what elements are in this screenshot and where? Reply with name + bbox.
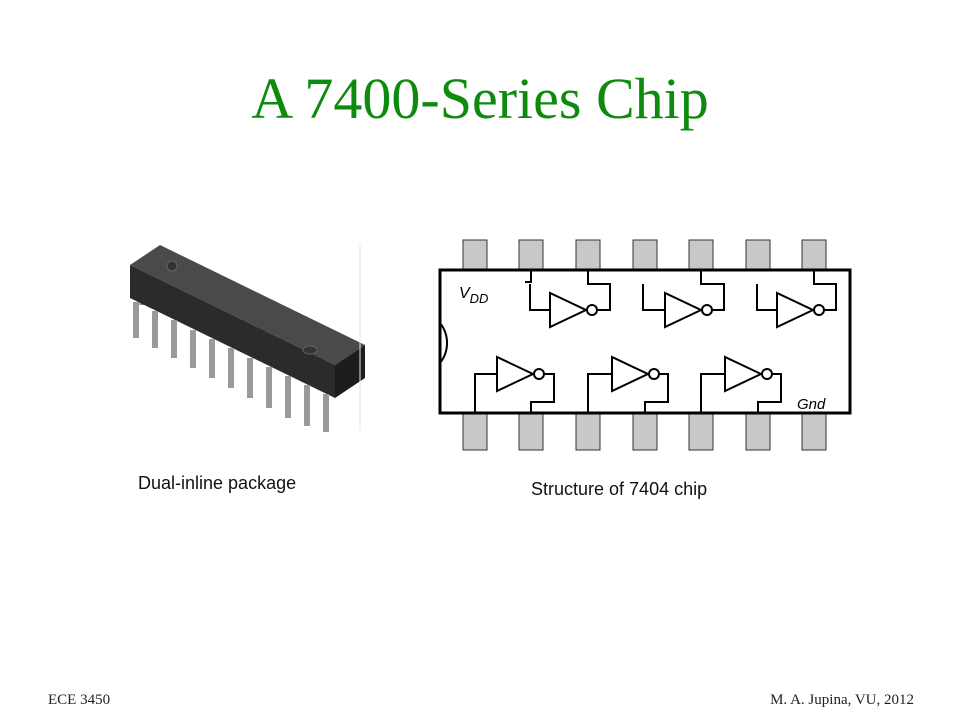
not-gate-icon <box>525 270 611 329</box>
notch <box>302 345 318 355</box>
top-pins <box>462 239 827 271</box>
dip-chip-photo <box>130 245 365 432</box>
chip-schematic: VDD Gnd <box>438 239 852 451</box>
pin1-dot <box>166 260 178 272</box>
front-pins <box>133 302 329 432</box>
schematic-caption: Structure of 7404 chip <box>531 479 708 499</box>
chip-front <box>130 265 335 398</box>
top-gates <box>525 270 837 329</box>
photo-caption: Dual-inline package <box>138 473 297 493</box>
not-gate-icon <box>474 355 555 413</box>
chip-outline <box>438 268 852 415</box>
footer-course: ECE 3450 <box>48 692 111 708</box>
not-gate-icon <box>642 270 725 329</box>
bottom-gates <box>474 355 782 413</box>
vdd-label: VDD <box>459 285 488 306</box>
footer-author: M. A. Jupina, VU, 2012 <box>770 692 914 708</box>
not-gate-icon <box>756 270 837 329</box>
chip-notch <box>439 322 449 364</box>
bottom-pins <box>462 412 827 451</box>
chip-side <box>335 345 365 398</box>
not-gate-icon <box>587 355 669 413</box>
chip-top <box>130 245 365 365</box>
slide-title: A 7400-Series Chip <box>251 66 709 131</box>
gnd-label: Gnd <box>797 396 826 413</box>
not-gate-icon <box>700 355 782 413</box>
